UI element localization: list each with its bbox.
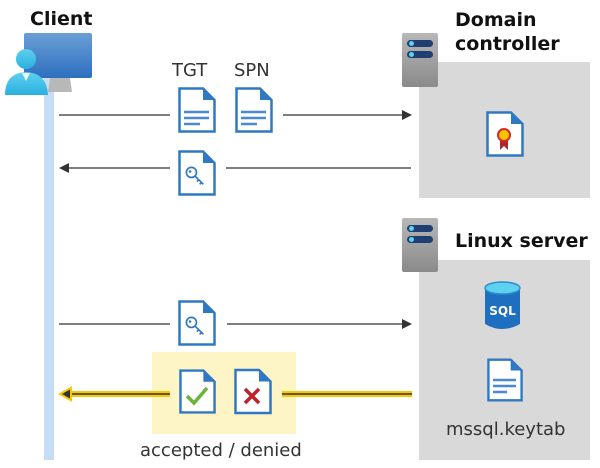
highlight-box <box>152 352 296 434</box>
dc-server-icon <box>402 33 438 87</box>
key-document-icon <box>178 300 216 346</box>
keytab-label: mssql.keytab <box>446 419 566 440</box>
arrowhead-right <box>402 319 412 329</box>
response-arrow <box>58 386 412 402</box>
sql-database-icon: SQL <box>484 281 521 329</box>
spn-label: SPN <box>234 60 270 81</box>
linux-server-label: Linux server <box>455 230 588 252</box>
arrowhead-right <box>402 110 412 120</box>
tgt-document-icon <box>178 87 216 133</box>
linux-server-icon <box>402 218 438 272</box>
x-document-icon <box>234 368 272 415</box>
key-document-icon <box>178 150 216 196</box>
accepted-denied-caption: accepted / denied <box>140 440 302 461</box>
spn-document-icon <box>235 87 273 133</box>
client-label: Client <box>30 8 93 30</box>
domain-controller-label-line1: Domain <box>455 9 537 31</box>
check-document-icon <box>179 369 216 414</box>
keytab-document-icon <box>487 358 523 402</box>
client-lifeline <box>44 78 54 460</box>
arrowhead-left <box>59 163 69 173</box>
tgt-label: TGT <box>172 60 208 81</box>
domain-controller-label-line2: controller <box>455 33 560 55</box>
svg-text:SQL: SQL <box>489 304 516 318</box>
certificate-document-icon <box>486 111 524 157</box>
user-computer-icon <box>5 33 92 95</box>
